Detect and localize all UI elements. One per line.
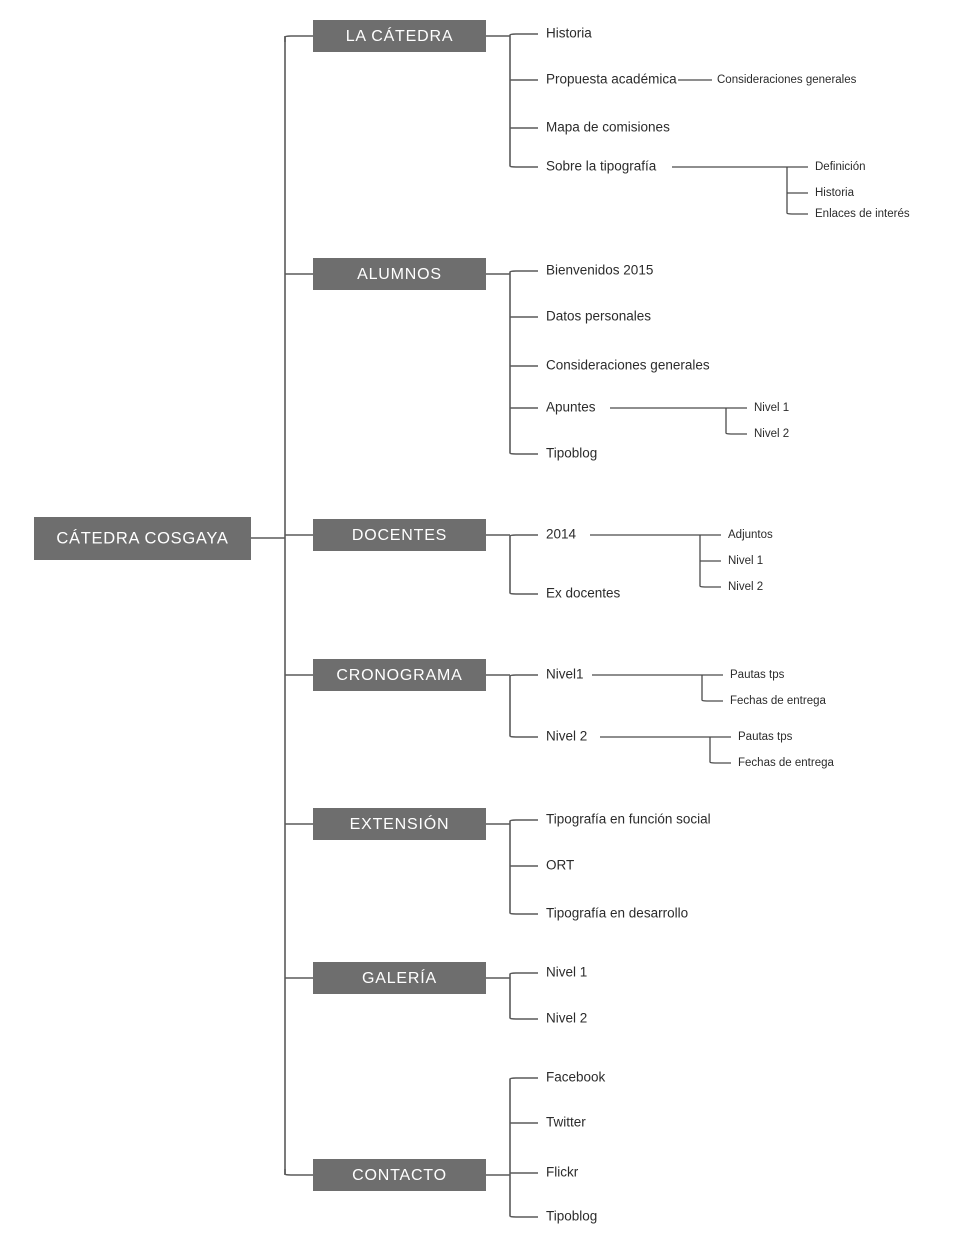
section-node-box-1[interactable]	[313, 258, 486, 290]
level3-label-4-0[interactable]: Pautas tps	[730, 669, 785, 681]
section-node-label-2: DOCENTES	[352, 527, 447, 544]
level3-label-3-0[interactable]: Adjuntos	[728, 529, 773, 541]
level3-label-1-2[interactable]: Enlaces de interés	[815, 208, 910, 220]
child-stub-3-0	[509, 674, 538, 681]
level2-label-1-2[interactable]: Consideraciones generales	[546, 358, 710, 373]
child-stub-2-1	[509, 588, 538, 595]
level3-label-3-2[interactable]: Nivel 2	[728, 581, 763, 593]
level2-label-6-2[interactable]: Flickr	[546, 1165, 579, 1180]
level3-label-5-0[interactable]: Pautas tps	[738, 731, 793, 743]
section-node-box-0[interactable]	[313, 20, 486, 52]
section-node-label-4: EXTENSIÓN	[350, 814, 450, 833]
connector-lines-layer	[251, 33, 808, 1218]
level3-stub-3-2	[699, 582, 721, 588]
level2-label-0-2[interactable]: Mapa de comisiones	[546, 120, 670, 135]
level2-label-4-2[interactable]: Tipografía en desarrollo	[546, 906, 688, 921]
level3-label-5-1[interactable]: Fechas de entrega	[738, 757, 835, 769]
level3-label-2-0[interactable]: Nivel 1	[754, 402, 789, 414]
section-node-label-5: GALERÍA	[362, 968, 437, 987]
level2-label-0-1[interactable]: Propuesta académica	[546, 72, 677, 87]
child-stub-4-0	[509, 819, 538, 826]
node-boxes-layer	[34, 20, 486, 1191]
level2-label-4-1[interactable]: ORT	[546, 858, 574, 873]
level2-label-3-1[interactable]: Nivel 2	[546, 729, 587, 744]
child-stub-0-3	[509, 161, 538, 168]
section-node-box-2[interactable]	[313, 519, 486, 551]
level2-label-1-3[interactable]: Apuntes	[546, 400, 596, 415]
trunk-stub-6	[284, 1169, 313, 1176]
section-node-label-6: CONTACTO	[352, 1167, 447, 1184]
level2-label-0-0[interactable]: Historia	[546, 26, 592, 41]
trunk-stub-0	[284, 35, 313, 42]
section-node-label-1: ALUMNOS	[357, 266, 442, 283]
level2-label-5-0[interactable]: Nivel 1	[546, 965, 587, 980]
level2-label-2-0[interactable]: 2014	[546, 527, 577, 542]
child-stub-2-0	[509, 534, 538, 541]
child-stub-1-0	[509, 270, 538, 277]
level3-label-1-1[interactable]: Historia	[815, 187, 855, 199]
level3-label-0-0[interactable]: Consideraciones generales	[717, 74, 857, 86]
child-stub-0-0	[509, 33, 538, 40]
section-node-label-0: LA CÁTEDRA	[346, 26, 454, 45]
level2-label-4-0[interactable]: Tipografía en función social	[546, 812, 711, 827]
level2-label-3-0[interactable]: Nivel1	[546, 667, 584, 682]
section-node-box-3[interactable]	[313, 659, 486, 691]
level3-label-1-0[interactable]: Definición	[815, 161, 866, 173]
level2-label-6-3[interactable]: Tipoblog	[546, 1209, 597, 1224]
level2-label-6-0[interactable]: Facebook	[546, 1070, 606, 1085]
child-stub-5-1	[509, 1013, 538, 1020]
root-node-label: CÁTEDRA COSGAYA	[56, 528, 228, 547]
section-node-label-3: CRONOGRAMA	[336, 667, 462, 684]
level3-label-4-1[interactable]: Fechas de entrega	[730, 695, 827, 707]
level3-stub-1-2	[786, 209, 808, 215]
section-node-box-5[interactable]	[313, 962, 486, 994]
child-stub-5-0	[509, 972, 538, 979]
child-stub-1-4	[509, 448, 538, 455]
child-stub-3-1	[509, 731, 538, 738]
section-node-box-6[interactable]	[313, 1159, 486, 1191]
section-node-box-4[interactable]	[313, 808, 486, 840]
level2-label-6-1[interactable]: Twitter	[546, 1115, 586, 1130]
level2-label-2-1[interactable]: Ex docentes	[546, 586, 621, 601]
root-node-box[interactable]	[34, 517, 251, 560]
child-stub-4-2	[509, 908, 538, 915]
level3-stub-2-1	[725, 429, 747, 435]
level3-stub-5-1	[709, 758, 731, 764]
level3-stub-4-1	[701, 696, 723, 702]
child-stub-6-3	[509, 1211, 538, 1218]
level2-label-1-4[interactable]: Tipoblog	[546, 446, 597, 461]
level2-label-0-3[interactable]: Sobre la tipografía	[546, 159, 657, 174]
level2-label-1-0[interactable]: Bienvenidos 2015	[546, 263, 653, 278]
level2-label-5-1[interactable]: Nivel 2	[546, 1011, 587, 1026]
child-stub-6-0	[509, 1077, 538, 1084]
level3-label-2-1[interactable]: Nivel 2	[754, 428, 789, 440]
level2-label-1-1[interactable]: Datos personales	[546, 309, 651, 324]
level3-label-3-1[interactable]: Nivel 1	[728, 555, 763, 567]
